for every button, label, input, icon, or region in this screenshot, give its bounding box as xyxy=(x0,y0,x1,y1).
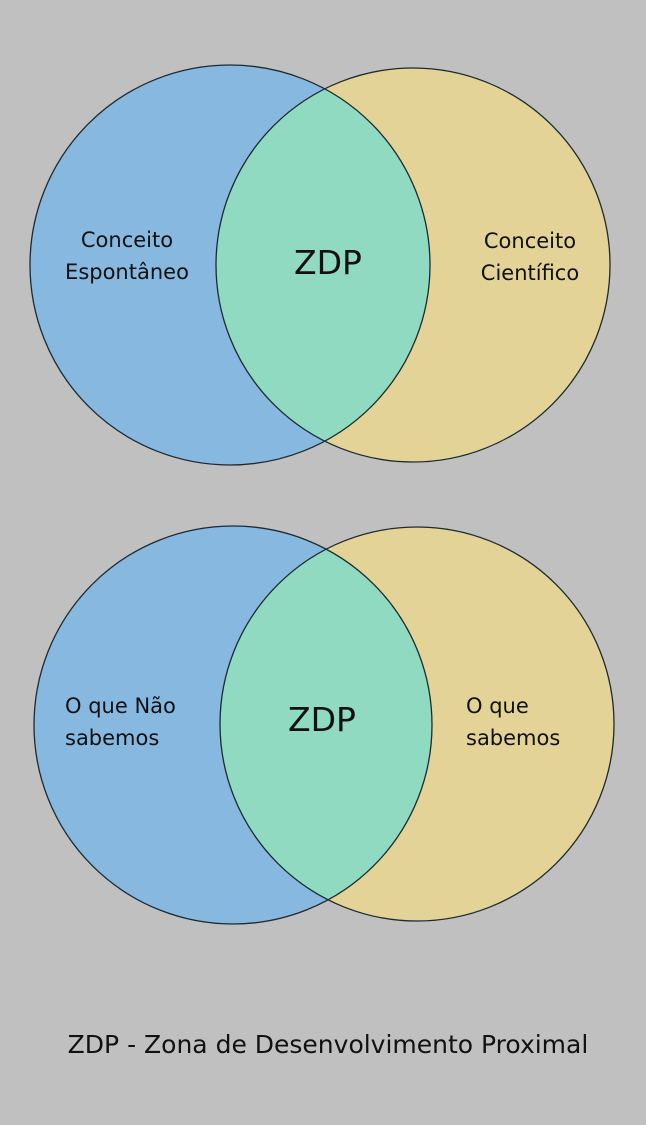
caption: ZDP - Zona de Desenvolvimento Proximal xyxy=(68,1030,589,1059)
venn-diagram-concepts: Conceito Espontâneo ZDP Conceito Científ… xyxy=(29,64,611,466)
left-circle-outline xyxy=(33,525,433,925)
left-label-line2: Espontâneo xyxy=(65,260,189,284)
right-circle-outline xyxy=(215,67,611,463)
right-label-line2: Científico xyxy=(481,261,579,285)
center-label: ZDP xyxy=(294,243,362,282)
center-label: ZDP xyxy=(288,700,356,739)
overlap-region xyxy=(216,68,430,462)
right-label-line1: O que xyxy=(466,694,529,718)
left-label-line2: sabemos xyxy=(65,726,159,750)
venn-diagram-knowledge: O que Não sabemos ZDP O que sabemos xyxy=(33,525,615,925)
right-label-line1: Conceito xyxy=(484,229,576,253)
overlap-region xyxy=(220,527,432,921)
left-circle-outline xyxy=(29,64,431,466)
right-label-line2: sabemos xyxy=(466,726,560,750)
left-label-line1: O que Não xyxy=(65,694,176,718)
right-circle-outline xyxy=(219,526,615,922)
left-label-line1: Conceito xyxy=(81,228,173,252)
